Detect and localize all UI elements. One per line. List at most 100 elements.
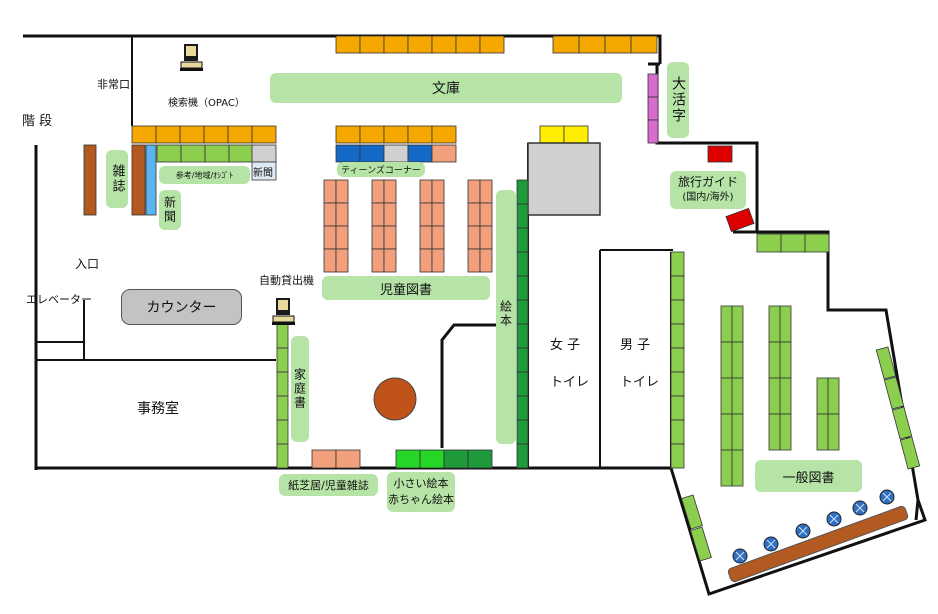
- shelf-small-books: [443, 449, 469, 469]
- computer-icon-screen: [278, 300, 288, 310]
- shelf-general: [779, 413, 792, 451]
- computer-icon-screen: [186, 46, 196, 56]
- newspaper-shelf-label: 新聞: [253, 168, 273, 179]
- shelf-general-wall: [670, 443, 685, 469]
- shelf-kamishibai: [335, 449, 361, 469]
- shelf-home-books: [276, 323, 289, 349]
- shelf-general-wall: [670, 395, 685, 421]
- shelf-children: [479, 248, 493, 273]
- large-print-label: 大活字: [667, 62, 689, 138]
- shelf-picture-books: [516, 347, 529, 373]
- shelf-reference-top: [179, 125, 205, 144]
- bunko-label: 文庫: [270, 73, 622, 103]
- shelf-bunko-top: [455, 35, 481, 54]
- shelf-home-books: [276, 419, 289, 445]
- shelf-children: [479, 202, 493, 227]
- men-toilet-sub-label: トイレ: [620, 375, 660, 390]
- shelf-children: [467, 225, 481, 250]
- shelf-children: [371, 248, 385, 273]
- shelf-reference-top: [131, 125, 157, 144]
- chair-icon-mark: [882, 492, 892, 502]
- elevator-label: エレベーター: [26, 293, 92, 306]
- shelf-small-books: [419, 449, 445, 469]
- shelf-bunko-top: [407, 35, 433, 54]
- shelf-general: [827, 377, 840, 415]
- shelf-reference-top: [227, 125, 253, 144]
- shelf-large-print: [647, 119, 659, 144]
- shelf-picture-books: [516, 227, 529, 253]
- shelf-general: [720, 377, 733, 415]
- opac-label: 検索機（OPAC）: [168, 98, 245, 109]
- shelf-children: [323, 179, 337, 204]
- home-books-label: 家庭書: [291, 336, 309, 442]
- shelf-travel-2: [725, 207, 755, 233]
- shelf-reference-top: [155, 125, 181, 144]
- shelf-general-wall: [670, 419, 685, 445]
- shelf-general-wall: [670, 323, 685, 349]
- shelf-newspaper: [251, 161, 277, 181]
- shelf-general: [731, 413, 744, 451]
- shelf-general: [779, 305, 792, 343]
- shelf-general-wall: [670, 275, 685, 301]
- furniture: [180, 44, 909, 583]
- shelf-children: [335, 179, 349, 204]
- shelf-general-top: [804, 233, 830, 253]
- shelf-picture-books: [516, 203, 529, 229]
- shelf-picture-books: [516, 179, 529, 205]
- shelf-general: [779, 341, 792, 379]
- shelf-kamishibai: [311, 449, 337, 469]
- shelves: [83, 35, 921, 562]
- shelf-teens: [383, 144, 409, 163]
- shelf-general: [720, 449, 733, 487]
- shelf-home-books: [276, 443, 289, 469]
- shelf-general: [768, 413, 781, 451]
- round-table: [373, 377, 417, 421]
- shelf-newspaper-rack: [131, 144, 146, 216]
- office-label: 事務室: [137, 401, 179, 417]
- women-toilet-sub-label: トイレ: [550, 375, 590, 390]
- shelf-small-books: [467, 449, 493, 469]
- children-books-label: 児童図書: [322, 276, 490, 300]
- shelf-general: [816, 377, 829, 415]
- shelf-picture-books: [516, 371, 529, 397]
- shelf-home-books: [276, 371, 289, 397]
- shelf-bunko-mid: [407, 125, 433, 144]
- shelf-children: [383, 202, 397, 227]
- chair-icon-mark: [829, 514, 839, 524]
- shelf-children: [335, 225, 349, 250]
- shelf-general: [768, 305, 781, 343]
- shelf-children: [371, 225, 385, 250]
- shelf-picture-books: [516, 275, 529, 301]
- shelf-general-wall: [670, 347, 685, 373]
- shelf-yellow: [539, 125, 565, 144]
- shelf-children: [323, 225, 337, 250]
- shelf-general: [720, 305, 733, 343]
- shelf-children: [419, 225, 433, 250]
- shelf-reference-top: [251, 125, 277, 144]
- shelf-bunko-top-right: [630, 35, 658, 54]
- kamishibai-label: 紙芝居/児童雑誌: [279, 474, 378, 496]
- shelf-reference: [228, 144, 254, 163]
- reference-label: 参考/地域/ｵｼｺﾞﾄ: [159, 166, 250, 184]
- chair-icon-mark: [766, 539, 776, 549]
- shelf-bunko-mid: [335, 125, 361, 144]
- partition-picture-books: [440, 323, 496, 448]
- shelf-picture-books: [516, 299, 529, 325]
- small-books-line2: 赤ちゃん絵本: [388, 493, 454, 506]
- computer-icon-base: [272, 322, 295, 325]
- bench: [727, 505, 909, 583]
- shelf-home-books: [276, 395, 289, 421]
- chair-icon-mark: [735, 551, 745, 561]
- shelf-children: [467, 179, 481, 204]
- shelf-children: [419, 202, 433, 227]
- shelf-children: [323, 248, 337, 273]
- shelf-children: [419, 179, 433, 204]
- shelf-bunko-mid: [359, 125, 385, 144]
- shelf-bunko-top: [335, 35, 361, 54]
- self-checkout-label: 自動貸出機: [259, 274, 314, 287]
- shelf-general: [720, 341, 733, 379]
- shelf-picture-books: [516, 443, 529, 469]
- chair-icon-mark: [855, 503, 865, 513]
- teens-corner-label: ティーンズコーナー: [337, 162, 425, 177]
